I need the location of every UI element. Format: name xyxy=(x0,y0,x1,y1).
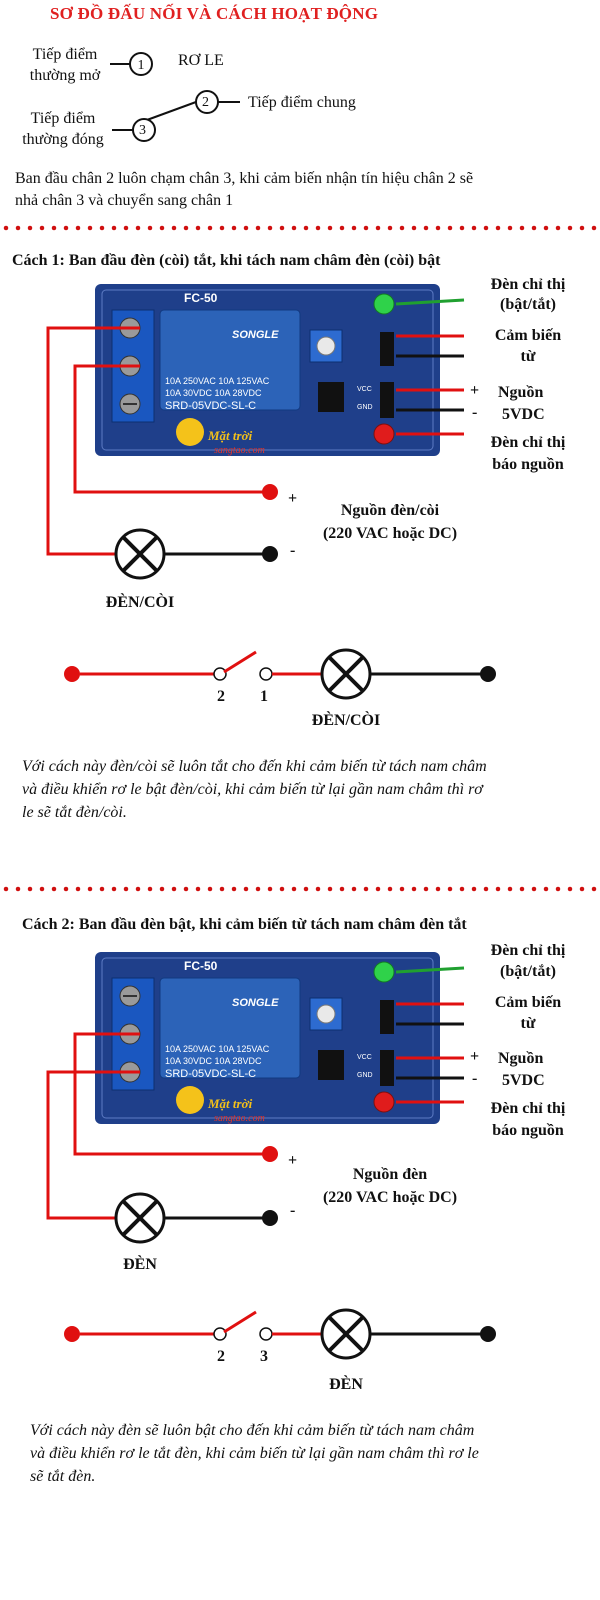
indicator2-label-2a: Đèn chỉ thị xyxy=(490,1100,566,1117)
switch2-pin-label-right: 3 xyxy=(260,1348,268,1365)
section2-wiring xyxy=(46,952,496,1360)
pin-gnd-2: GND xyxy=(357,1072,373,1079)
power-minus: - xyxy=(472,404,478,421)
relay-symbol-diagram xyxy=(110,52,240,142)
section2-note-3: sẽ tắt đèn. xyxy=(30,1468,96,1485)
nc-contact-label-1: Tiếp điểm xyxy=(30,110,96,127)
power2-minus: - xyxy=(472,1070,478,1087)
page-title: SƠ ĐỒ ĐẤU NỐI VÀ CÁCH HOẠT ĐỘNG xyxy=(50,4,379,23)
source-minus-terminal xyxy=(262,546,278,562)
switch-pin-label-left: 2 xyxy=(217,688,225,705)
relay-cube xyxy=(159,309,301,411)
indicator-label-1b: (bật/tắt) xyxy=(500,296,556,313)
section1-wiring xyxy=(46,284,496,700)
relay-brand-2: SONGLE xyxy=(232,997,279,1009)
switch-pin-1 xyxy=(259,667,273,681)
lamp-label: ĐÈN/CÒI xyxy=(105,594,175,611)
power-led-red xyxy=(373,423,395,445)
status-led-green xyxy=(373,293,395,315)
relay-cube-2 xyxy=(159,977,301,1079)
section1-heading: Cách 1: Ban đầu đèn (còi) tắt, khi tách … xyxy=(12,252,441,269)
pin-gnd: GND xyxy=(357,404,373,411)
switch2-pin-label-left: 2 xyxy=(217,1348,225,1365)
power-led-red-2 xyxy=(373,1091,395,1113)
pin2-number: 2 xyxy=(202,95,209,110)
section-divider-2 xyxy=(0,886,600,892)
source2-label-b: (220 VAC hoặc DC) xyxy=(322,1189,458,1206)
sun-logo-icon-2 xyxy=(176,1086,204,1114)
board-model-2: FC-50 xyxy=(184,959,218,973)
sensor-label-a: Cảm biến xyxy=(494,327,562,344)
power-label-b: 5VDC xyxy=(502,406,545,423)
relay-label: RƠ LE xyxy=(178,52,224,69)
indicator-label-1a: Đèn chỉ thị xyxy=(490,276,566,293)
sensor2-label-b: từ xyxy=(520,1015,536,1032)
power2-label-a: Nguồn xyxy=(498,1050,544,1067)
source-plus-label: + xyxy=(288,490,298,507)
potentiometer xyxy=(309,329,343,363)
lamp2-label-2: ĐÈN xyxy=(329,1376,363,1393)
relay-spec-1-2: 10A 250VAC 10A 125VAC xyxy=(165,1044,270,1054)
ic-chip xyxy=(318,382,344,412)
sensor-header xyxy=(380,332,394,366)
source-plus-terminal xyxy=(262,484,278,500)
power-header xyxy=(380,382,394,418)
source2-label-a: Nguồn đèn xyxy=(352,1166,428,1183)
power2-plus: + xyxy=(470,1048,480,1065)
pin-vcc-2: VCC xyxy=(357,1054,372,1061)
source2-minus-label: - xyxy=(290,1202,296,1219)
relay-part: SRD-05VDC-SL-C xyxy=(165,400,257,412)
section2-note-2: và điều khiển rơ le tắt đèn, khi cảm biế… xyxy=(30,1445,479,1462)
sensor-label-b: từ xyxy=(520,348,536,365)
logo-text: Mặt trời xyxy=(208,428,253,443)
switch-pin-2 xyxy=(213,667,227,681)
legend-desc-1: Ban đầu chân 2 luôn chạm chân 3, khi cảm… xyxy=(15,170,474,187)
logo-subtext: sangtao.com xyxy=(214,445,265,456)
section1-note-2: và điều khiển rơ le bật đèn/còi, khi cảm… xyxy=(22,781,483,798)
sensor2-label-a: Cảm biến xyxy=(494,994,562,1011)
pin-vcc: VCC xyxy=(357,386,372,393)
source-label-b: (220 VAC hoặc DC) xyxy=(322,525,458,542)
relay-brand: SONGLE xyxy=(232,329,279,341)
relay-spec-2: 10A 30VDC 10A 28VDC xyxy=(165,388,262,398)
section1-note-1: Với cách này đèn/còi sẽ luôn tắt cho đến… xyxy=(22,758,487,775)
nc-contact-label-2: thường đóng xyxy=(22,131,104,148)
lamp2-label: ĐÈN xyxy=(123,1256,157,1273)
switch-blade xyxy=(223,650,257,674)
legend-desc-2: nhả chân 3 và chuyển sang chân 1 xyxy=(15,192,234,209)
relay-part-2: SRD-05VDC-SL-C xyxy=(165,1068,257,1080)
indicator2-label-2b: báo nguồn xyxy=(492,1122,564,1139)
indicator-label-2b: báo nguồn xyxy=(492,456,564,473)
relay-spec-1: 10A 250VAC 10A 125VAC xyxy=(165,376,270,386)
section2-heading: Cách 2: Ban đầu đèn bật, khi cảm biến từ… xyxy=(22,916,467,933)
indicator-label-2a: Đèn chỉ thị xyxy=(490,434,566,451)
power-plus: + xyxy=(470,382,480,399)
pin1-circle xyxy=(129,52,153,76)
common-contact-label: Tiếp điểm chung xyxy=(248,94,356,111)
sun-logo-icon xyxy=(176,418,204,446)
power2-label-b: 5VDC xyxy=(502,1072,545,1089)
indicator2-label-1a: Đèn chỉ thị xyxy=(490,942,566,959)
switch-pin-label-right: 1 xyxy=(260,688,268,705)
no-contact-label-1: Tiếp điểm xyxy=(32,46,98,63)
logo-text-2: Mặt trời xyxy=(208,1096,253,1111)
pin3-number: 3 xyxy=(139,123,146,138)
indicator2-label-1b: (bật/tắt) xyxy=(500,963,556,980)
lamp-label-2: ĐÈN/CÒI xyxy=(311,712,381,729)
section-divider-1 xyxy=(0,225,600,231)
logo-subtext-2: sangtao.com xyxy=(214,1113,265,1124)
no-contact-label-2: thường mở xyxy=(29,67,101,84)
board-model: FC-50 xyxy=(184,291,218,305)
section2-note-1: Với cách này đèn sẽ luôn bật cho đến khi… xyxy=(30,1422,475,1439)
source-label-a: Nguồn đèn/còi xyxy=(340,502,440,519)
power-label-a: Nguồn xyxy=(498,384,544,401)
source-minus-label: - xyxy=(290,542,296,559)
relay-spec-2-2: 10A 30VDC 10A 28VDC xyxy=(165,1056,262,1066)
status-led-green-2 xyxy=(373,961,395,983)
source2-plus-label: + xyxy=(288,1152,298,1169)
section1-note-3: le sẽ tắt đèn/còi. xyxy=(22,804,127,821)
pin1-number: 1 xyxy=(137,58,145,73)
